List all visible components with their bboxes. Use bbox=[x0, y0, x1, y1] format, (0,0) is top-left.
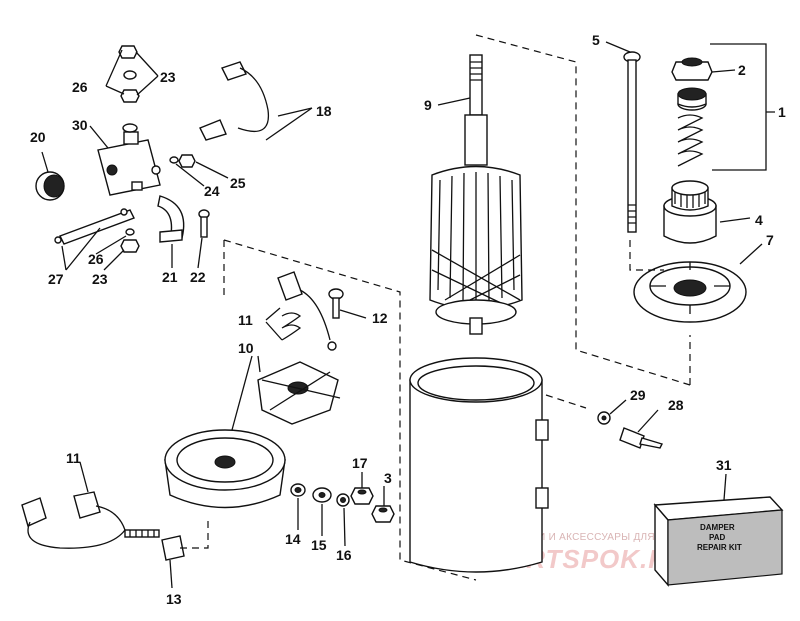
label-3: 3 bbox=[384, 470, 392, 486]
repair-kit-line1: DAMPER bbox=[700, 523, 735, 532]
label-23-bottom: 23 bbox=[92, 271, 108, 287]
label-9: 9 bbox=[424, 97, 432, 113]
callout-labels: 1 2 3 4 5 7 9 10 11 11 12 13 14 15 16 17… bbox=[30, 32, 786, 607]
armature-part bbox=[429, 54, 523, 335]
brush-lead-lower-part bbox=[21, 491, 185, 561]
label-20: 20 bbox=[30, 129, 46, 145]
label-7: 7 bbox=[766, 232, 774, 248]
assembly-dashed-lines bbox=[180, 34, 691, 581]
label-28: 28 bbox=[668, 397, 684, 413]
label-27: 27 bbox=[48, 271, 64, 287]
through-bolt-part bbox=[623, 51, 641, 233]
label-29: 29 bbox=[630, 387, 646, 403]
label-13: 13 bbox=[166, 591, 182, 607]
solenoid-part bbox=[97, 123, 161, 196]
label-5: 5 bbox=[592, 32, 600, 48]
label-24: 24 bbox=[204, 183, 220, 199]
screw-22-part bbox=[198, 209, 210, 238]
label-26-bottom: 26 bbox=[88, 251, 104, 267]
solenoid-cap-part bbox=[35, 171, 65, 201]
repair-kit-line3: REPAIR KIT bbox=[697, 543, 742, 552]
label-4: 4 bbox=[755, 212, 763, 228]
bracket-21-part bbox=[157, 195, 185, 243]
label-23-top: 23 bbox=[160, 69, 176, 85]
label-21: 21 bbox=[162, 269, 178, 285]
label-26-top: 26 bbox=[72, 79, 88, 95]
label-1: 1 bbox=[778, 104, 786, 120]
screw-12-part bbox=[328, 288, 344, 319]
drive-end-cap-part bbox=[633, 261, 747, 323]
cable-18-part bbox=[199, 61, 270, 141]
stud-27-part bbox=[54, 208, 135, 245]
label-30: 30 bbox=[72, 117, 88, 133]
end-cap-part bbox=[164, 429, 286, 509]
leader-lines bbox=[41, 41, 775, 589]
label-15: 15 bbox=[311, 537, 327, 553]
repair-kit-line2: PAD bbox=[709, 533, 726, 542]
brush-spring-upper-part bbox=[277, 271, 337, 351]
label-12: 12 bbox=[372, 310, 388, 326]
label-25: 25 bbox=[230, 175, 246, 191]
label-17: 17 bbox=[352, 455, 368, 471]
label-22: 22 bbox=[190, 269, 206, 285]
label-18: 18 bbox=[316, 103, 332, 119]
field-frame-part bbox=[409, 357, 549, 573]
label-16: 16 bbox=[336, 547, 352, 563]
label-10: 10 bbox=[238, 340, 254, 356]
label-14: 14 bbox=[285, 531, 301, 547]
watermark-tagline: ЗАПЧАСТИ И АКСЕССУАРЫ ДЛЯ МОТОТЕХНИКИ bbox=[490, 532, 738, 543]
drive-pinion-part bbox=[663, 180, 717, 244]
label-31: 31 bbox=[716, 457, 732, 473]
spring-nut-parts bbox=[671, 57, 713, 167]
label-11-lower: 11 bbox=[66, 450, 81, 466]
repair-kit-box: DAMPER PAD REPAIR KIT bbox=[653, 496, 784, 587]
label-2: 2 bbox=[738, 62, 746, 78]
brush-plate-part bbox=[257, 361, 341, 425]
small-nuts-parts bbox=[118, 45, 196, 253]
label-11-upper: 11 bbox=[238, 312, 253, 328]
washers-nuts-parts bbox=[290, 483, 395, 523]
bolt-28-part bbox=[597, 411, 663, 449]
